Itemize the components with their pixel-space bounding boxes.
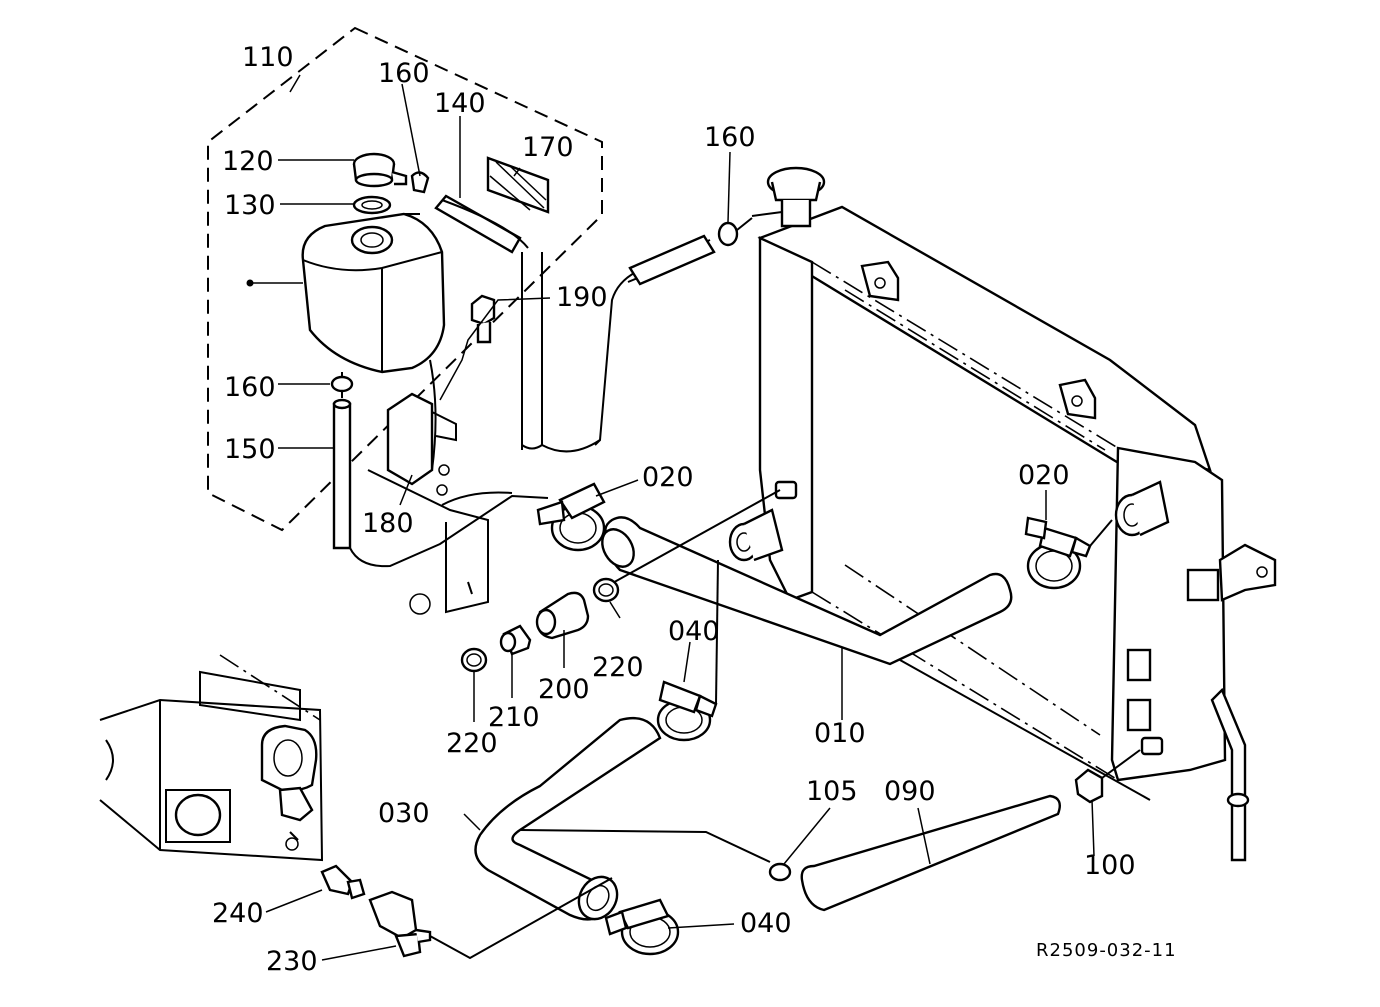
drain-adaptor bbox=[320, 864, 366, 900]
label-120: 120 bbox=[222, 146, 274, 177]
leader-lines bbox=[265, 74, 1095, 961]
reference-code: R2509-032-11 bbox=[1036, 940, 1177, 961]
hose-clamp-right bbox=[1024, 516, 1113, 590]
radiator-overflow-pipe bbox=[521, 234, 716, 453]
drain-cock bbox=[368, 877, 613, 960]
drain-hose bbox=[332, 398, 549, 568]
label-105: 105 bbox=[806, 776, 858, 807]
hose-clip-top bbox=[410, 171, 430, 194]
hose-clamp-220-lower bbox=[460, 647, 488, 673]
bypass-hose bbox=[800, 794, 1061, 912]
label-020-right: 020 bbox=[1018, 460, 1070, 491]
reserve-tank bbox=[246, 212, 446, 398]
engine-block bbox=[99, 654, 324, 862]
label-230: 230 bbox=[266, 946, 318, 977]
hose-clamp-left bbox=[536, 482, 606, 552]
label-020-left: 020 bbox=[642, 462, 694, 493]
mounting-bolt bbox=[470, 294, 496, 344]
reserve-tank-assembly-boundary bbox=[207, 26, 603, 532]
label-100: 100 bbox=[1084, 850, 1136, 881]
label-170: 170 bbox=[522, 132, 574, 163]
label-040-lower: 040 bbox=[740, 908, 792, 939]
hose-clip-mid bbox=[330, 375, 354, 393]
label-110: 110 bbox=[242, 42, 294, 73]
hose-clamp-040-lower bbox=[604, 898, 680, 956]
label-160-mid: 160 bbox=[224, 372, 276, 403]
hose-joint-pipe bbox=[535, 591, 590, 640]
radiator bbox=[728, 166, 1277, 862]
label-140: 140 bbox=[434, 88, 486, 119]
label-030: 030 bbox=[378, 798, 430, 829]
cap-packing bbox=[352, 195, 392, 215]
lower-radiator-hose bbox=[474, 716, 771, 921]
label-210: 210 bbox=[488, 702, 540, 733]
label-220-upper: 220 bbox=[592, 652, 644, 683]
label-220-lower: 220 bbox=[446, 728, 498, 759]
label-200: 200 bbox=[538, 674, 590, 705]
label-090: 090 bbox=[884, 776, 936, 807]
part-labels: 110 160 140 170 120 130 190 160 150 180 … bbox=[212, 42, 1177, 977]
overflow-hose bbox=[434, 194, 543, 450]
label-160-top: 160 bbox=[378, 58, 430, 89]
label-130: 130 bbox=[224, 190, 276, 221]
label-160-right: 160 bbox=[704, 122, 756, 153]
label-190: 190 bbox=[556, 282, 608, 313]
hose-clip-right bbox=[717, 217, 753, 247]
tank-stay-bracket bbox=[386, 359, 457, 496]
hose-clip-105 bbox=[768, 862, 792, 882]
upper-radiator-hose bbox=[599, 489, 1013, 666]
hose-clamp-040-upper bbox=[656, 559, 719, 742]
label-150: 150 bbox=[224, 434, 276, 465]
reserve-tank-cap bbox=[352, 152, 408, 188]
label-010: 010 bbox=[814, 718, 866, 749]
hose-clip-100 bbox=[1074, 749, 1141, 804]
hose-clamp-220-upper bbox=[592, 577, 620, 603]
warning-label-sticker bbox=[486, 156, 550, 214]
label-040-upper: 040 bbox=[668, 616, 720, 647]
label-180: 180 bbox=[362, 508, 414, 539]
label-240: 240 bbox=[212, 898, 264, 929]
support-plate bbox=[367, 469, 489, 615]
hose-joint-sleeve bbox=[499, 624, 532, 656]
